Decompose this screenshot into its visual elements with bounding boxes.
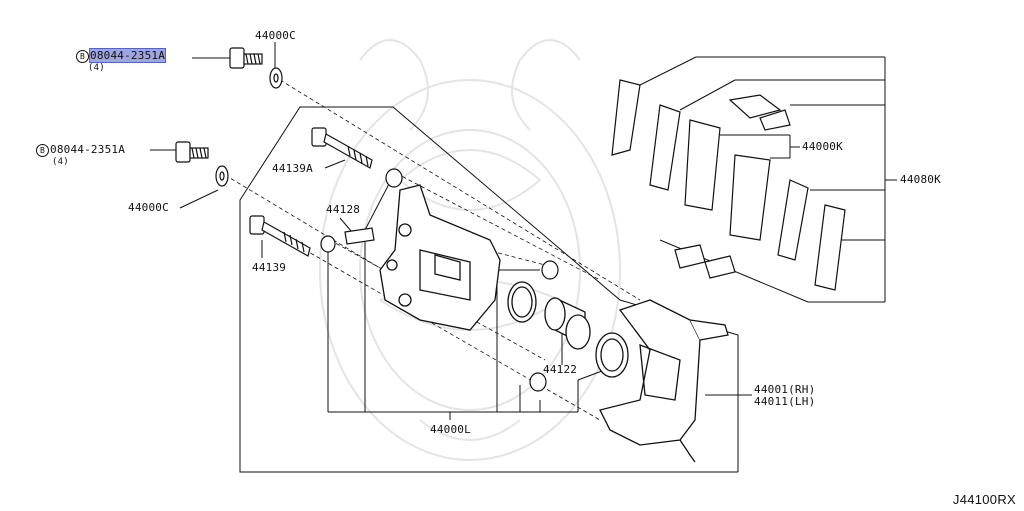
pin-bolt-a-label[interactable]: 44139A: [272, 162, 313, 175]
pads-label[interactable]: 44000K: [802, 140, 843, 153]
caliper-body-drawing: [379, 184, 501, 331]
piston-drawing: [507, 281, 629, 378]
guide-pin-bolt-a-drawing: [311, 127, 373, 169]
small-parts-drawing: [320, 168, 559, 392]
piston-label[interactable]: 44122: [543, 363, 578, 376]
guide-pin-bolt-drawing: [249, 215, 311, 257]
pad-kit-drawing: [611, 79, 846, 291]
washer-top-label[interactable]: 44000C: [255, 29, 296, 42]
pad-kit-label[interactable]: 44080K: [900, 173, 941, 186]
caliper-rh-label[interactable]: 44001(RH): [754, 383, 816, 396]
bolt-top-symbol: B: [76, 50, 89, 63]
caliper-lh-label[interactable]: 44011(LH): [754, 395, 816, 408]
pin-bolt-label[interactable]: 44139: [252, 261, 287, 274]
bleeder-label[interactable]: 44128: [326, 203, 361, 216]
reference-code: J44100RX: [952, 492, 1016, 507]
bolt-top-part-number[interactable]: 08044-2351A: [88, 48, 167, 63]
bolt-mid-qty: (4): [52, 157, 69, 167]
washer-mid-label[interactable]: 44000C: [128, 201, 169, 214]
caliper-bracket-drawing: [599, 299, 729, 463]
pad-kit-bracket: [639, 56, 897, 303]
bolt-mid-part-number[interactable]: 08044-2351A: [50, 143, 126, 156]
bolt-mid-drawing: [175, 141, 229, 187]
bolt-top-drawing: [229, 47, 283, 89]
seal-kit-bracket: [327, 181, 611, 420]
seal-kit-label[interactable]: 44000L: [430, 423, 471, 436]
leader-lines: [150, 42, 752, 396]
bolt-top-qty: (4): [88, 63, 105, 73]
bolt-mid-symbol: B: [36, 144, 49, 157]
